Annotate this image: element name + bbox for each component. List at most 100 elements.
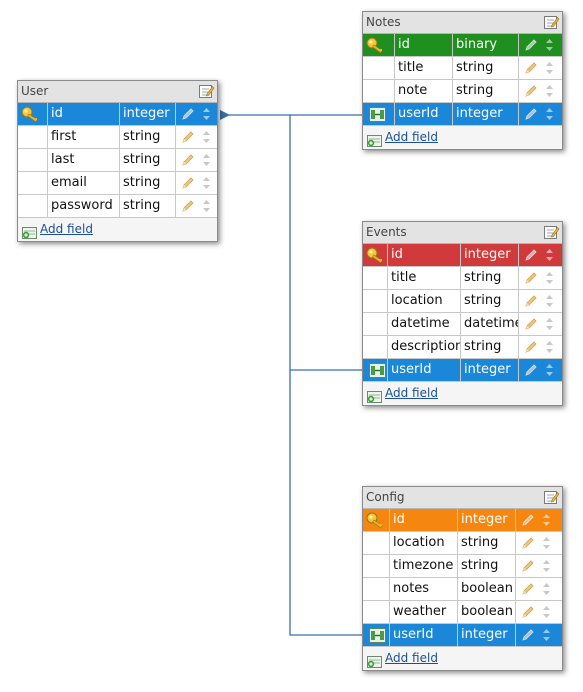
reorder-field-icon[interactable]: [202, 199, 211, 217]
reorder-field-icon[interactable]: [542, 536, 551, 554]
field-name[interactable]: note: [395, 80, 453, 102]
edit-field-icon[interactable]: [521, 582, 535, 600]
edit-field-icon[interactable]: [524, 38, 538, 56]
reorder-field-icon[interactable]: [545, 363, 554, 381]
field-type[interactable]: string: [461, 267, 519, 289]
field-type[interactable]: binary: [453, 34, 519, 56]
events-table-header[interactable]: Events: [363, 222, 562, 244]
field-type[interactable]: boolean: [458, 601, 516, 623]
edit-field-icon[interactable]: [521, 628, 535, 646]
field-name[interactable]: id: [390, 509, 458, 531]
field-name[interactable]: title: [388, 267, 461, 289]
reorder-field-icon[interactable]: [202, 176, 211, 194]
reorder-field-icon[interactable]: [545, 248, 554, 266]
edit-field-icon[interactable]: [524, 248, 538, 266]
field-type[interactable]: string: [120, 149, 176, 171]
reorder-field-icon[interactable]: [202, 130, 211, 148]
edit-field-icon[interactable]: [521, 513, 535, 531]
reorder-field-icon[interactable]: [545, 317, 554, 335]
reorder-field-icon[interactable]: [542, 628, 551, 646]
edit-field-icon[interactable]: [524, 271, 538, 289]
edit-field-icon[interactable]: [524, 61, 538, 79]
edit-field-icon[interactable]: [524, 317, 538, 335]
field-name[interactable]: weather: [390, 601, 458, 623]
add-field-icon[interactable]: [22, 224, 37, 243]
edit-field-icon[interactable]: [181, 176, 195, 194]
field-type[interactable]: string: [461, 336, 519, 358]
edit-field-icon[interactable]: [524, 84, 538, 102]
config-table-header[interactable]: Config: [363, 487, 562, 509]
edit-table-icon[interactable]: [199, 84, 215, 103]
field-name[interactable]: last: [48, 149, 120, 171]
add-field-link[interactable]: Add field: [385, 651, 438, 665]
edit-field-icon[interactable]: [521, 536, 535, 554]
field-name[interactable]: datetime: [388, 313, 461, 335]
notes-table-header[interactable]: Notes: [363, 12, 562, 34]
edit-field-icon[interactable]: [521, 559, 535, 577]
add-field-link[interactable]: Add field: [385, 386, 438, 400]
edit-field-icon[interactable]: [181, 153, 195, 171]
field-name[interactable]: userId: [390, 624, 458, 646]
field-name[interactable]: id: [395, 34, 453, 56]
add-field-link[interactable]: Add field: [40, 222, 93, 236]
add-field-icon[interactable]: [367, 653, 382, 672]
field-name[interactable]: description: [388, 336, 461, 358]
edit-field-icon[interactable]: [181, 199, 195, 217]
field-type[interactable]: datetime: [461, 313, 519, 335]
field-type[interactable]: string: [458, 532, 516, 554]
field-name[interactable]: id: [48, 103, 120, 125]
edit-table-icon[interactable]: [544, 15, 560, 34]
field-type[interactable]: string: [453, 57, 519, 79]
edit-field-icon[interactable]: [521, 605, 535, 623]
reorder-field-icon[interactable]: [542, 582, 551, 600]
add-field-link[interactable]: Add field: [385, 130, 438, 144]
field-name[interactable]: id: [388, 244, 461, 266]
add-field-icon[interactable]: [367, 132, 382, 151]
edit-field-icon[interactable]: [181, 107, 195, 125]
field-name[interactable]: timezone: [390, 555, 458, 577]
reorder-field-icon[interactable]: [545, 340, 554, 358]
user-table-header[interactable]: User: [18, 81, 217, 103]
field-name[interactable]: email: [48, 172, 120, 194]
add-field-icon[interactable]: [367, 388, 382, 407]
field-type[interactable]: string: [120, 126, 176, 148]
field-type[interactable]: string: [461, 290, 519, 312]
field-name[interactable]: title: [395, 57, 453, 79]
reorder-field-icon[interactable]: [545, 271, 554, 289]
reorder-field-icon[interactable]: [542, 559, 551, 577]
field-name[interactable]: location: [388, 290, 461, 312]
field-type[interactable]: string: [120, 195, 176, 217]
field-name[interactable]: notes: [390, 578, 458, 600]
edit-field-icon[interactable]: [524, 294, 538, 312]
field-type[interactable]: integer: [458, 624, 516, 646]
field-type[interactable]: integer: [458, 509, 516, 531]
field-name[interactable]: first: [48, 126, 120, 148]
field-type[interactable]: integer: [120, 103, 176, 125]
reorder-field-icon[interactable]: [202, 153, 211, 171]
field-name[interactable]: userId: [395, 103, 453, 125]
reorder-field-icon[interactable]: [545, 107, 554, 125]
edit-field-icon[interactable]: [524, 363, 538, 381]
field-name[interactable]: userId: [388, 359, 461, 381]
field-type[interactable]: integer: [461, 359, 519, 381]
reorder-field-icon[interactable]: [542, 513, 551, 531]
field-type[interactable]: boolean: [458, 578, 516, 600]
